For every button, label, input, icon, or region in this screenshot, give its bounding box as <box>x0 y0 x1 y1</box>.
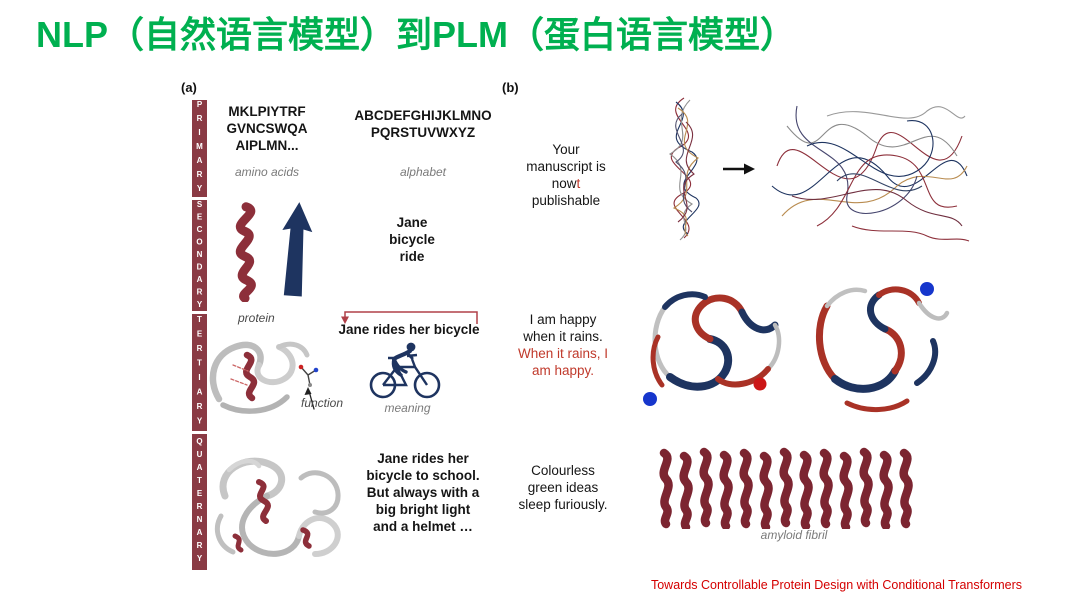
colourless-ideas-text: Colourless green ideas sleep furiously. <box>503 462 623 513</box>
citation-footer: Towards Controllable Protein Design with… <box>650 578 1022 592</box>
quaternary-protein-graphic <box>215 457 341 557</box>
protein-label: protein <box>238 311 275 325</box>
text-line: publishable <box>531 193 601 208</box>
text-line: bicycle to school. <box>366 468 480 483</box>
tertiary-protein-graphic <box>209 341 319 414</box>
text-line: Your <box>552 142 580 157</box>
text-line: Jane <box>396 215 428 230</box>
quaternary-language-text: Jane rides her bicycle to school. But al… <box>352 450 494 535</box>
level-bar-tertiary: TERTIARY <box>192 314 207 431</box>
text-line: when it rains. <box>523 329 603 344</box>
amino-acid-sequence: MKLPIYTRF GVNCSWQA AIPLMN... <box>203 103 331 154</box>
blue-residue-sphere <box>643 392 657 406</box>
meaning-caption: meaning <box>384 401 431 415</box>
text-line: AIPLMN... <box>235 138 299 153</box>
text-line: ride <box>399 249 425 264</box>
slide-title: NLP（自然语言模型）到PLM（蛋白语言模型） <box>36 14 796 55</box>
text-line: GVNCSWQA <box>226 121 308 136</box>
text-line: I am happy <box>529 312 597 327</box>
text-line: PQRSTUVWXYZ <box>370 125 476 140</box>
text-line: ABCDEFGHIJKLMNO <box>354 108 492 123</box>
text-line: green ideas <box>527 480 599 495</box>
text-line: manuscript is <box>526 159 606 174</box>
tertiary-sentence: Jane rides her bicycle <box>338 322 480 337</box>
alphabet-text: ABCDEFGHIJKLMNO PQRSTUVWXYZ <box>332 107 514 141</box>
folded-protein-left-graphic <box>643 291 782 406</box>
text-line: big bright light <box>375 502 471 517</box>
level-bar-primary: PRIMARY <box>192 100 207 198</box>
text-line: bicycle <box>389 232 435 247</box>
text-line: MKLPIYTRF <box>228 104 306 119</box>
text-line: sleep furiously. <box>518 497 608 512</box>
disordered-ensemble-right-graphic <box>771 105 970 242</box>
folded-protein-right-graphic <box>815 282 950 413</box>
text-line: But always with a <box>366 485 480 500</box>
panel-b-label: (b) <box>502 80 519 95</box>
red-letter: t <box>576 176 581 191</box>
cyclist-icon <box>369 342 441 399</box>
secondary-language-text: Jane bicycle ride <box>348 214 476 265</box>
transition-arrow-icon <box>723 163 755 175</box>
dependency-arrow-icon <box>341 311 478 324</box>
text-line-red: When it rains, I <box>517 346 609 361</box>
alpha-helix-icon <box>235 202 256 302</box>
alphabet-caption: alphabet <box>399 165 447 179</box>
text-line: and a helmet … <box>373 519 473 534</box>
disordered-ensemble-left-graphic <box>668 97 700 241</box>
function-label: function <box>301 396 344 410</box>
red-residue-sphere <box>753 377 767 391</box>
blue-residue-sphere <box>920 282 934 296</box>
manuscript-text: Your manuscript is nowt publishable <box>510 141 622 209</box>
text-segment: now <box>551 176 577 191</box>
beta-strand-arrow-icon <box>282 202 313 297</box>
text-line: Jane rides her <box>377 451 469 466</box>
level-bar-quaternary: QUATERNARY <box>192 434 207 570</box>
text-line-red: am happy. <box>531 363 595 378</box>
amyloid-fibril-graphic <box>656 447 932 529</box>
panel-a-label: (a) <box>181 80 197 95</box>
amyloid-fibril-caption: amyloid fibril <box>760 528 828 542</box>
level-bar-secondary: SECONDARY <box>192 200 207 313</box>
amino-acids-caption: amino acids <box>234 165 300 179</box>
text-line: Colourless <box>531 463 595 478</box>
happy-rain-text: I am happy when it rains. When it rains,… <box>503 311 623 379</box>
text-line: nowt <box>510 175 622 192</box>
